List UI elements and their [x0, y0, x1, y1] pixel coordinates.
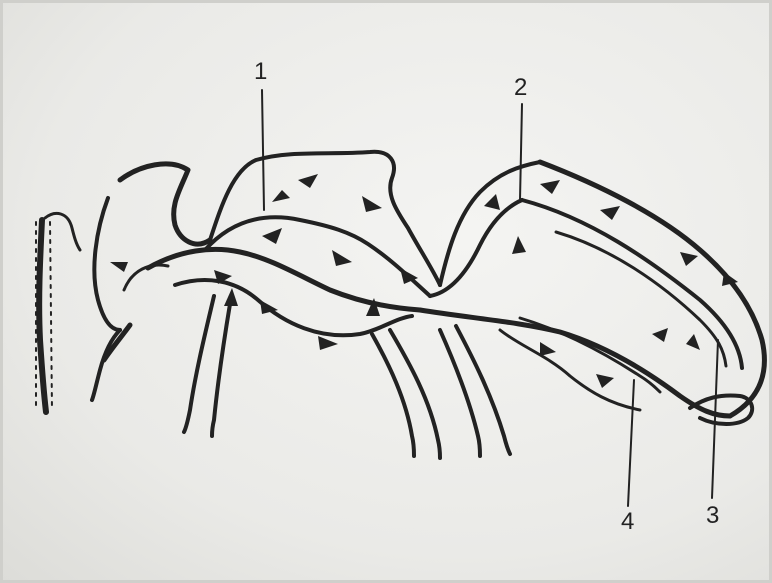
trachea [36, 213, 80, 412]
label-3: 3 [706, 504, 719, 528]
label-1: 1 [254, 60, 267, 84]
air-sac-middle [148, 249, 420, 335]
bronchus [430, 162, 540, 296]
lower-tubes [184, 296, 640, 458]
label-2: 2 [514, 76, 527, 100]
label-4: 4 [621, 510, 634, 534]
